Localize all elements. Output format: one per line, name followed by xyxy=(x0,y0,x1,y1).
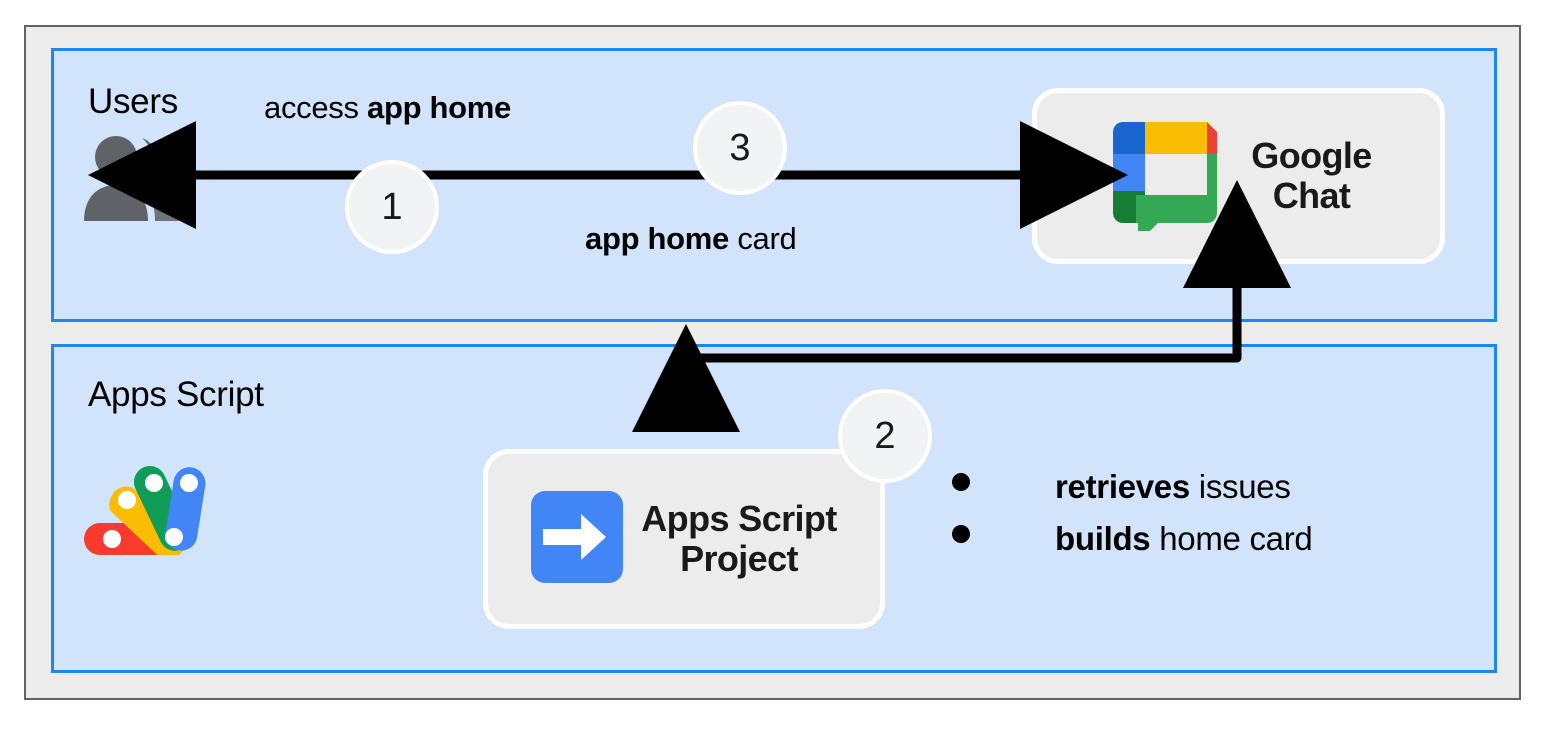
node-apps-script-project-label: Apps Script Project xyxy=(641,497,837,579)
edge-label-access-bold: app home xyxy=(367,90,512,125)
edge-label-access: access app home xyxy=(264,90,511,126)
google-chat-logo xyxy=(1105,116,1225,243)
bullet-dot-icon xyxy=(952,525,970,543)
edge-label-home-card: app home card xyxy=(585,221,797,257)
step-badge-1: 1 xyxy=(345,160,439,254)
bullet-text: retrieves issues xyxy=(1055,468,1291,506)
lane-title-apps-script: Apps Script xyxy=(88,375,264,414)
list-item: retrieves issues xyxy=(952,468,1432,520)
bullet-bold-0: retrieves xyxy=(1055,468,1190,505)
step-badge-2: 2 xyxy=(838,389,932,483)
bullet-bold-1: builds xyxy=(1055,520,1151,557)
edge-label-home-card-bold: app home xyxy=(585,221,730,256)
apps-script-logo xyxy=(82,445,208,560)
step-badge-3: 3 xyxy=(693,101,787,195)
bullet-dot-icon xyxy=(952,473,970,491)
edge-label-home-card-plain: card xyxy=(729,221,797,256)
apps-script-project-icon xyxy=(531,490,624,588)
edge-label-access-plain: access xyxy=(264,90,367,125)
bullet-text: builds home card xyxy=(1055,520,1313,558)
lane-title-users: Users xyxy=(88,82,178,121)
node-apps-script-project[interactable]: Apps Script Project xyxy=(483,449,885,629)
node-google-chat[interactable]: Google Chat xyxy=(1032,88,1445,264)
bullet-rest-1: home card xyxy=(1150,520,1313,557)
node-google-chat-label: Google Chat xyxy=(1251,134,1372,216)
list-item: builds home card xyxy=(952,520,1432,572)
people-icon xyxy=(80,135,184,225)
bullet-rest-0: issues xyxy=(1189,468,1291,505)
apps-script-action-list: retrieves issues builds home card xyxy=(952,468,1432,572)
